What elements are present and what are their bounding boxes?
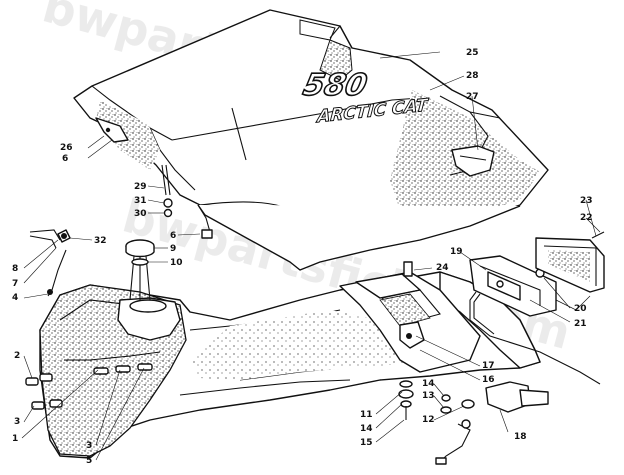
callout-7: 7 [12,279,18,289]
callout-12: 12 [422,415,435,425]
callout-24: 24 [436,263,449,273]
callout-6-mid: 6 [170,231,176,241]
gas-cap [125,239,155,301]
callout-32: 32 [94,236,107,246]
leader-lines [21,51,601,461]
brand-model-text: 580 [300,68,370,103]
callout-31: 31 [134,196,147,206]
hinge-bracket-right [451,145,495,177]
callout-16: 16 [482,375,495,385]
hood-strap [161,164,213,239]
callout-9: 9 [170,244,176,254]
center-console [339,261,481,373]
callout-15: 15 [360,438,373,448]
callout-8: 8 [12,264,18,274]
fittings-lower-left [25,363,153,410]
callout-4: 4 [12,293,18,303]
belly-pan [39,271,541,459]
callout-21: 21 [574,319,587,329]
callout-6-top: 6 [62,154,68,164]
callout-22: 22 [580,213,593,223]
wiring-harness [435,291,601,465]
callout-19: 19 [450,247,463,257]
callout-2: 2 [14,351,20,361]
callout-14-center: 14 [360,424,373,434]
callout-17: 17 [482,361,495,371]
callout-25: 25 [466,48,479,58]
callout-20: 20 [574,304,587,314]
callout-1: 1 [12,434,18,444]
callout-5: 5 [86,456,92,466]
fuel-line-left [29,229,71,297]
callout-13: 13 [422,391,435,401]
callout-23: 23 [580,196,593,206]
hinge-bracket-left [95,117,129,143]
callout-14-right: 14 [422,379,435,389]
callout-28: 28 [466,71,479,81]
hood: 580 ARCTIC CAT [73,9,549,271]
callout-27: 27 [466,92,479,102]
callout-11: 11 [360,410,373,420]
callout-18: 18 [514,432,527,442]
callout-26: 26 [60,143,73,153]
callout-29: 29 [134,182,147,192]
callout-10: 10 [170,258,183,268]
taillight-assembly [469,231,605,317]
fastener-stack-right [440,394,475,414]
callout-30: 30 [134,209,147,219]
callout-3-right: 3 [86,441,92,451]
callout-3-left: 3 [14,417,20,427]
fastener-stack-center [398,380,414,420]
callout-numbers: 25 28 27 26 6 29 31 30 6 9 10 32 8 7 4 2… [12,48,593,466]
